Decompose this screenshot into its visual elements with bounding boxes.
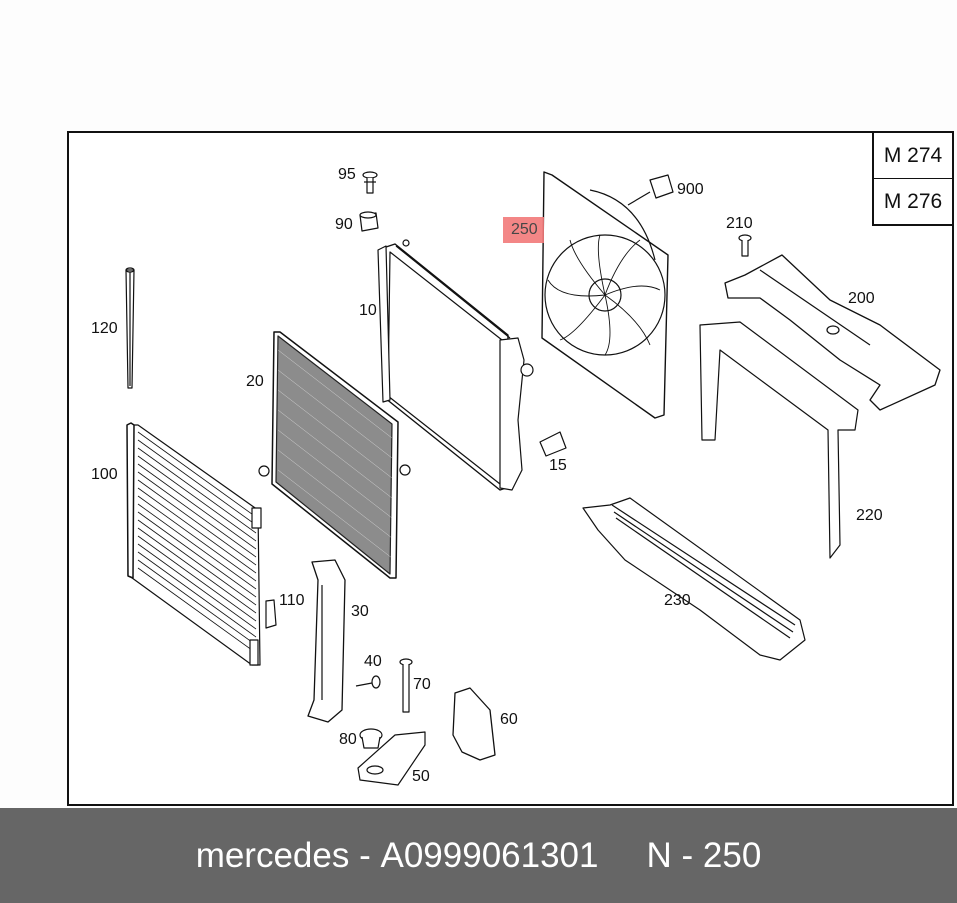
part-80-rubber-mount [359, 728, 383, 749]
part-30-bracket [307, 559, 346, 723]
part-60-mount [452, 687, 496, 761]
callout-80[interactable]: 80 [339, 731, 357, 748]
position-prefix: N [646, 835, 672, 875]
part-220-side-support [699, 321, 859, 559]
part-caption-bar: mercedes - A0999061301 N - 250 [0, 808, 957, 903]
callout-100[interactable]: 100 [91, 466, 118, 483]
part-10-radiator [377, 239, 534, 491]
part-110-sensor [265, 599, 277, 629]
part-20-charge-air-cooler [258, 331, 411, 579]
callout-210[interactable]: 210 [726, 215, 753, 232]
engine-variant-m276[interactable]: M 276 [874, 178, 952, 224]
callout-110[interactable]: 110 [279, 592, 305, 609]
part-230-lower-crossmember [582, 497, 806, 661]
callout-230[interactable]: 230 [664, 592, 691, 609]
callout-120[interactable]: 120 [91, 320, 118, 337]
callout-90[interactable]: 90 [335, 216, 353, 233]
part-number: A0999061301 [380, 835, 599, 875]
brand-name: mercedes [195, 835, 350, 875]
callout-15[interactable]: 15 [549, 457, 567, 474]
callout-250-highlighted[interactable]: 250 [503, 217, 544, 243]
callout-10[interactable]: 10 [359, 302, 377, 319]
callout-70[interactable]: 70 [413, 676, 431, 693]
callout-200[interactable]: 200 [848, 290, 875, 307]
callout-95[interactable]: 95 [338, 166, 356, 183]
part-50-bracket [357, 731, 426, 786]
callout-900[interactable]: 900 [677, 181, 704, 198]
position-number: 250 [702, 835, 762, 875]
part-200-upper-crossmember [724, 254, 941, 411]
callout-60[interactable]: 60 [500, 711, 518, 728]
engine-variant-table: M 274 M 276 [872, 131, 954, 226]
part-900-connector [627, 174, 674, 206]
part-90-grommet [359, 211, 379, 232]
callout-40[interactable]: 40 [364, 653, 382, 670]
position-separator: - [681, 835, 694, 875]
diagram-frame: M 274 M 276 [67, 131, 954, 806]
callout-50[interactable]: 50 [412, 768, 430, 785]
part-15-sensor [539, 431, 567, 457]
engine-variant-m274[interactable]: M 274 [874, 133, 952, 178]
callout-20[interactable]: 20 [246, 373, 264, 390]
caption-separator: - [359, 835, 371, 875]
part-70-bolt [399, 658, 413, 713]
part-40-screw [355, 675, 381, 689]
callout-220[interactable]: 220 [856, 507, 883, 524]
part-210-bolt [738, 234, 752, 257]
part-100-condenser [126, 422, 262, 666]
part-95-clip [362, 171, 378, 194]
callout-30[interactable]: 30 [351, 603, 369, 620]
part-250-fan-shroud [541, 171, 669, 419]
part-120-seal-strip [125, 267, 135, 389]
